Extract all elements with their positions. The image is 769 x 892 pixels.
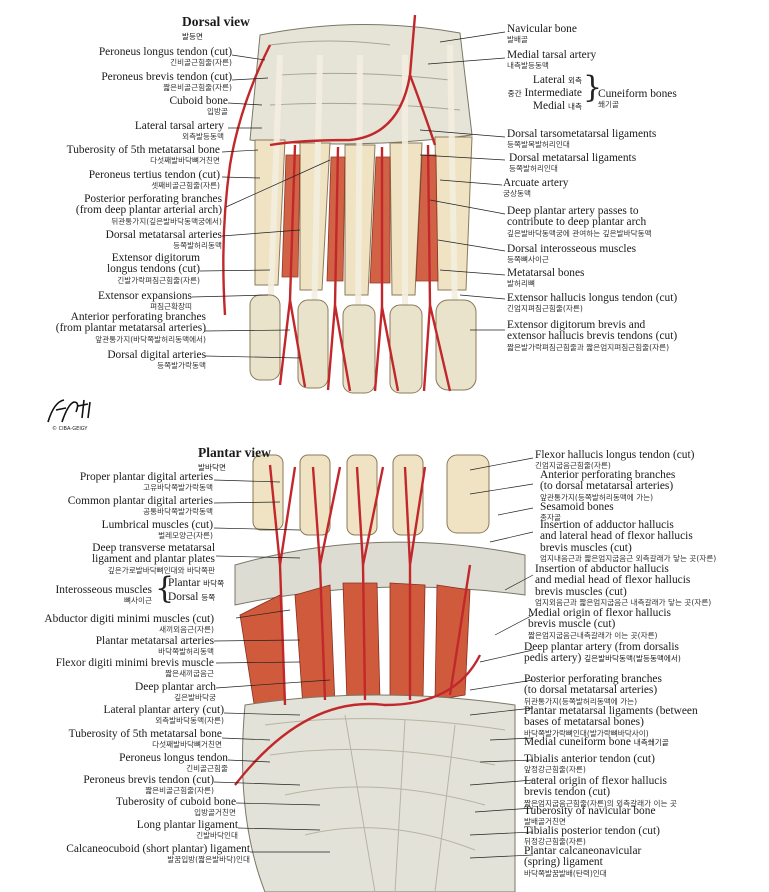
svg-text:© CIBA-GEIGY: © CIBA-GEIGY <box>52 425 88 432</box>
plantar-foot-illustration <box>225 454 530 892</box>
dorsal-view-title-ko: 발등면 <box>182 32 203 41</box>
dorsal-view-panel: Dorsal view 발등면 Peroneus longus tendon (… <box>0 0 769 395</box>
label-cuneiform-intermediate: 중간 Intermediate <box>507 87 582 99</box>
cuneiform-brace: } <box>583 70 603 105</box>
label-flexor-hallucis-longus-cut: Flexor hallucis longus tendon (cut)긴엄지굽음… <box>535 449 695 471</box>
dorsal-view-title: Dorsal view 발등면 <box>182 14 250 42</box>
label-abductor-digiti-minimi-cut: Abductor digiti minimi muscles (cut)새끼외음… <box>44 613 214 635</box>
label-peroneus-tertius-cut: Peroneus tertius tendon (cut)셋째비골근힘줄(자른) <box>88 169 220 191</box>
label-posterior-perforating-branches: Posterior perforating branches (from dee… <box>75 193 222 226</box>
label-cuneiform-medial: Medial 내측 <box>532 100 582 112</box>
label-plantar-anterior-perforating: Anterior perforating branches (to dorsal… <box>540 469 676 502</box>
label-extensor-digitorum-brevis: Extensor digitorum brevis and extensor h… <box>507 319 678 352</box>
dorsal-view-title-en: Dorsal view <box>182 14 250 29</box>
label-plantar-peroneus-brevis-cut: Peroneus brevis tendon (cut)짧은비골근힘줄(자른) <box>83 774 214 796</box>
dorsal-foot-illustration <box>210 14 510 395</box>
label-plantar-metatarsal-ligaments: Plantar metatarsal ligaments (between ba… <box>524 705 698 738</box>
label-spring-ligament: Plantar calcaneonavicular (spring) ligam… <box>524 845 642 878</box>
label-extensor-digitorum-longus-cut: Extensor digitorum longus tendons (cut) … <box>106 252 200 285</box>
label-lateral-origin-flexor-hallucis: Lateral origin of flexor hallucis brevis… <box>524 775 677 808</box>
label-peroneus-longus-cut: Peroneus longus tendon (cut)긴비골근힘줄(자른) <box>98 46 232 68</box>
label-insertion-adductor-hallucis: Insertion of adductor hallucis and later… <box>540 519 717 564</box>
interosseous-brace: { <box>155 571 175 606</box>
label-deep-plantar-artery-dorsalis: Deep plantar artery (from dorsalis pedis… <box>524 641 681 665</box>
label-peroneus-brevis-cut: Peroneus brevis tendon (cut)짧은비골근힘줄(자른) <box>101 71 232 93</box>
plantar-view-title-ko: 발바닥면 <box>198 463 226 472</box>
plantar-view-title: Plantar view 발바닥면 <box>198 445 271 473</box>
label-interosseous-plantar: Plantar 바닥쪽 <box>168 577 225 589</box>
label-tibialis-posterior-cut: Tibialis posterior tendon (cut)뒤정강근힘줄(자른… <box>524 825 660 847</box>
netter-signature: © CIBA-GEIGY <box>44 392 104 432</box>
label-anterior-perforating-branches: Anterior perforating branches (from plan… <box>55 311 206 344</box>
label-lateral-plantar-artery-cut: Lateral plantar artery (cut)외측발바닥동맥(자른) <box>103 704 224 726</box>
label-lumbrical-muscles-cut: Lumbrical muscles (cut)벌레모양근(자른) <box>101 519 213 541</box>
plantar-view-title-en: Plantar view <box>198 445 271 460</box>
label-deep-plantar-artery: Deep plantar artery passes to contribute… <box>507 205 652 238</box>
label-cuneiform-lateral: Lateral 외측 <box>532 74 582 86</box>
label-medial-origin-flexor-hallucis: Medial origin of flexor hallucis brevis … <box>528 607 671 640</box>
label-insertion-abductor-hallucis: Insertion of abductor hallucis and media… <box>535 563 712 608</box>
label-interosseous-dorsal: Dorsal 등쪽 <box>168 591 216 603</box>
label-tibialis-anterior-cut: Tibialis anterior tendon (cut)앞정강근힘줄(자른) <box>524 753 655 775</box>
label-extensor-hallucis-longus-cut: Extensor hallucis longus tendon (cut)긴엄지… <box>507 292 678 314</box>
label-medial-cuneiform-bone: Medial cuneiform bone 내측쐐기골 <box>524 736 669 748</box>
label-deep-transverse-metatarsal-ligament: Deep transverse metatarsal ligament and … <box>91 542 215 575</box>
label-plantar-posterior-perforating: Posterior perforating branches (to dorsa… <box>524 673 662 706</box>
plantar-view-panel: Plantar view 발바닥면 Proper plantar digital… <box>0 440 769 892</box>
